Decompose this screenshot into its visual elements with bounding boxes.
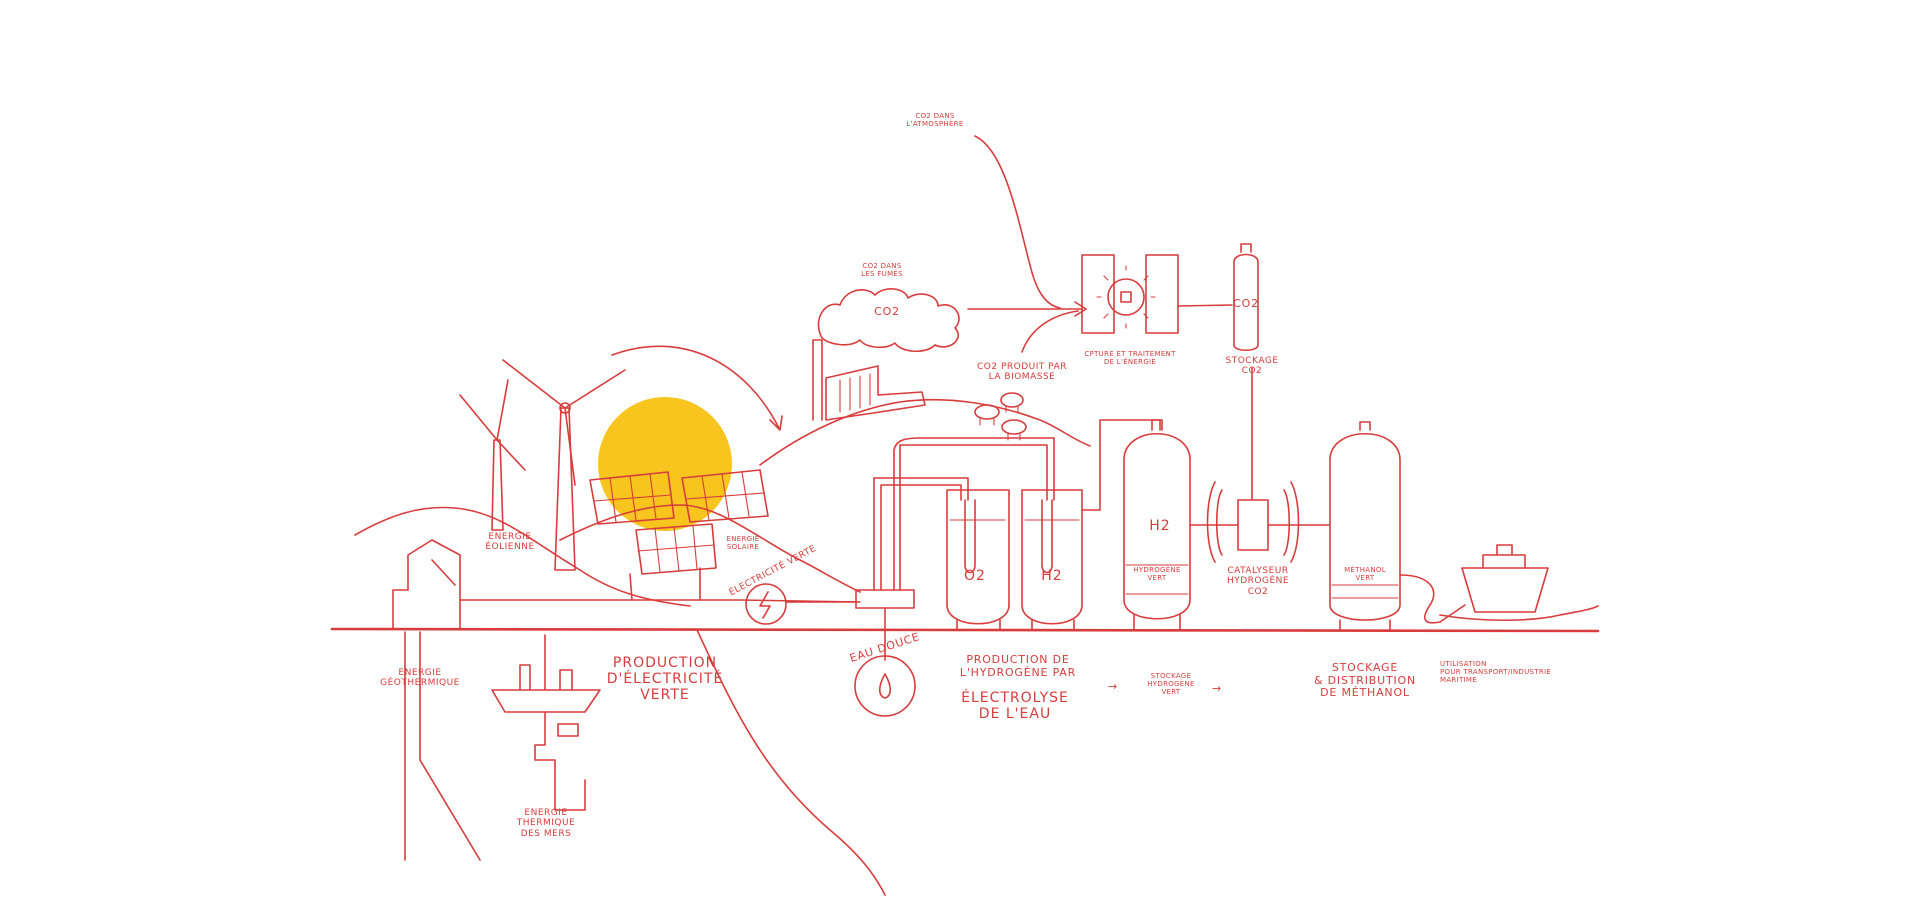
green-production-label: Production d'électricité verte xyxy=(606,655,724,704)
h2-electrolyzer xyxy=(1021,489,1083,625)
hydrogen-tank-symbol: H2 xyxy=(1149,518,1171,534)
sheep-3 xyxy=(1001,419,1027,435)
arrow-head xyxy=(1074,301,1087,317)
co2-storage-label: Stockage CO2 xyxy=(1225,356,1279,377)
co2-tank xyxy=(1233,253,1259,352)
electrolysis-label: électrolyse de l'eau xyxy=(961,690,1069,723)
ground-line xyxy=(330,627,1600,633)
wind-turbine-small xyxy=(491,439,504,531)
o2-tank xyxy=(946,489,1010,625)
catalyst xyxy=(1237,499,1269,551)
ship xyxy=(1461,567,1549,613)
o2-label: O2 xyxy=(964,568,986,584)
thermal-seas-label: Energie thermique des mers xyxy=(516,808,576,839)
ground-curve xyxy=(696,629,886,896)
capture-right xyxy=(1145,254,1179,334)
use-label: utilisation pour transport/industrie mar… xyxy=(1440,660,1552,685)
geothermal-label: Energie géothermique xyxy=(380,668,460,689)
geothermal-house xyxy=(392,539,461,629)
methanol-tank-label: Méthanol vert xyxy=(1344,566,1386,583)
wind-turbine-large xyxy=(554,407,576,571)
hill-left xyxy=(354,506,691,607)
co2-biomass-label: CO2 produit par la biomasse xyxy=(976,362,1067,383)
catalyst-label: Catalyseur hydrogène CO2 xyxy=(1226,566,1290,597)
atmosphere-flow xyxy=(974,135,1061,309)
biomass-flow xyxy=(1021,310,1079,353)
green-hydrogen-label: Hydrogène vert xyxy=(1133,566,1181,583)
geo-pipe-2 xyxy=(419,631,481,861)
capture-core xyxy=(1107,278,1145,316)
methanol-tank xyxy=(1329,432,1401,621)
sea-boat xyxy=(491,689,601,713)
hill-right xyxy=(759,398,1091,466)
factory xyxy=(812,339,926,421)
methanol-storage-label: Stockage & distribution de méthanol xyxy=(1313,661,1417,700)
h2-label: H2 xyxy=(1041,568,1063,584)
hydrogen-storage-label: Stockage hydrogène vert xyxy=(1147,672,1195,697)
arrow-icon: → xyxy=(1211,682,1223,695)
solar-panel-3 xyxy=(635,523,717,575)
water-junction xyxy=(855,589,915,609)
co2-atmosphere-label: CO2 dans l'atmosphère xyxy=(906,112,964,129)
solar-panel-2 xyxy=(681,469,769,523)
smoke-cloud xyxy=(817,288,960,352)
sheep-2 xyxy=(1000,392,1024,408)
hydrogen-tank xyxy=(1123,432,1191,620)
solar-panel-1 xyxy=(589,471,675,525)
fresh-water-node xyxy=(854,655,916,717)
sheep-1 xyxy=(974,404,1000,420)
wind-energy-label: Energie éolienne xyxy=(485,532,535,553)
green-electricity-node xyxy=(745,583,787,625)
hydrogen-production-label: Production de l'hydrogène par xyxy=(959,653,1077,679)
arrow-icon: → xyxy=(1107,680,1119,693)
arc-arrow xyxy=(611,345,783,431)
solar-energy-label: Energie solaire xyxy=(726,535,760,552)
co2-fumes-label: CO2 dans les fumés xyxy=(861,262,903,279)
co2-tank-label: CO2 xyxy=(1233,297,1259,310)
co2-cloud-label: CO2 xyxy=(874,305,900,318)
capture-left xyxy=(1081,254,1115,334)
capture-label: Cpture et traitement de l'énergie xyxy=(1084,350,1176,367)
